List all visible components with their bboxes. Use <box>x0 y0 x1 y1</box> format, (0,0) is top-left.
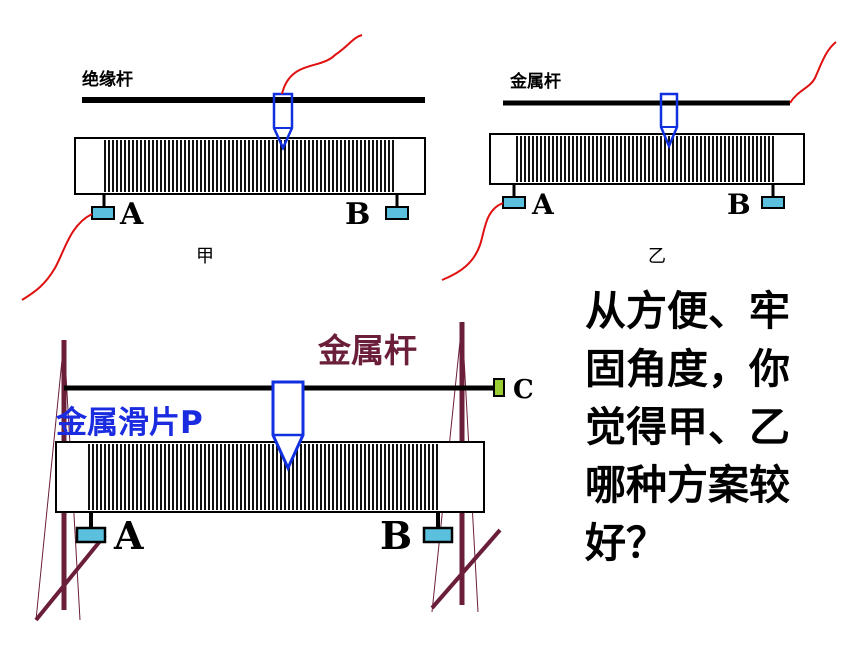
diagram-jia: 绝缘杆 A B 甲 <box>21 34 426 301</box>
slider-contact <box>272 92 294 152</box>
caption-yi: 乙 <box>648 246 666 267</box>
slider-contact-yi <box>659 92 679 150</box>
terminal-a-label-yi: A <box>531 188 555 221</box>
left-stand-brace <box>34 533 107 622</box>
terminal-a-main <box>75 526 107 544</box>
terminal-c <box>493 378 505 397</box>
slider-p <box>271 380 305 472</box>
terminal-a-label-main: A <box>113 513 144 558</box>
wire-top <box>281 34 363 95</box>
terminal-a <box>91 206 115 220</box>
terminal-a-label: A <box>119 197 144 232</box>
wire-a <box>21 213 93 301</box>
terminal-b <box>385 206 409 220</box>
terminal-a-yi <box>502 196 526 209</box>
terminal-c-label: C <box>513 375 534 405</box>
question-text: 从方便、牢 固角度，你 觉得甲、乙 哪种方案较 好？ <box>585 287 790 567</box>
terminal-b-main <box>422 526 454 544</box>
terminal-b-label-main: B <box>380 513 412 558</box>
right-stand-brace <box>430 528 502 610</box>
slider-p-label: 金属滑片P <box>55 405 203 441</box>
resistance-coil-main <box>88 444 440 510</box>
caption-jia: 甲 <box>196 246 214 267</box>
metal-rod-label-main: 金属杆 <box>317 331 417 370</box>
diagram-main: C 金属杆 金属滑片P A B <box>34 321 534 622</box>
resistance-coil-yi <box>514 136 774 182</box>
left-stand-wire-1 <box>35 339 65 621</box>
terminal-b-label: B <box>345 197 370 232</box>
metal-rod-label-yi: 金属杆 <box>509 71 561 92</box>
insulating-rod-label: 绝缘杆 <box>82 69 133 90</box>
diagram-yi: 金属杆 A B 乙 <box>441 41 837 281</box>
wire-a-yi <box>441 202 504 281</box>
wire-rod-end <box>789 41 837 104</box>
resistance-coil <box>103 140 396 192</box>
terminal-b-label-yi: B <box>727 188 751 221</box>
terminal-b-yi <box>761 196 785 209</box>
